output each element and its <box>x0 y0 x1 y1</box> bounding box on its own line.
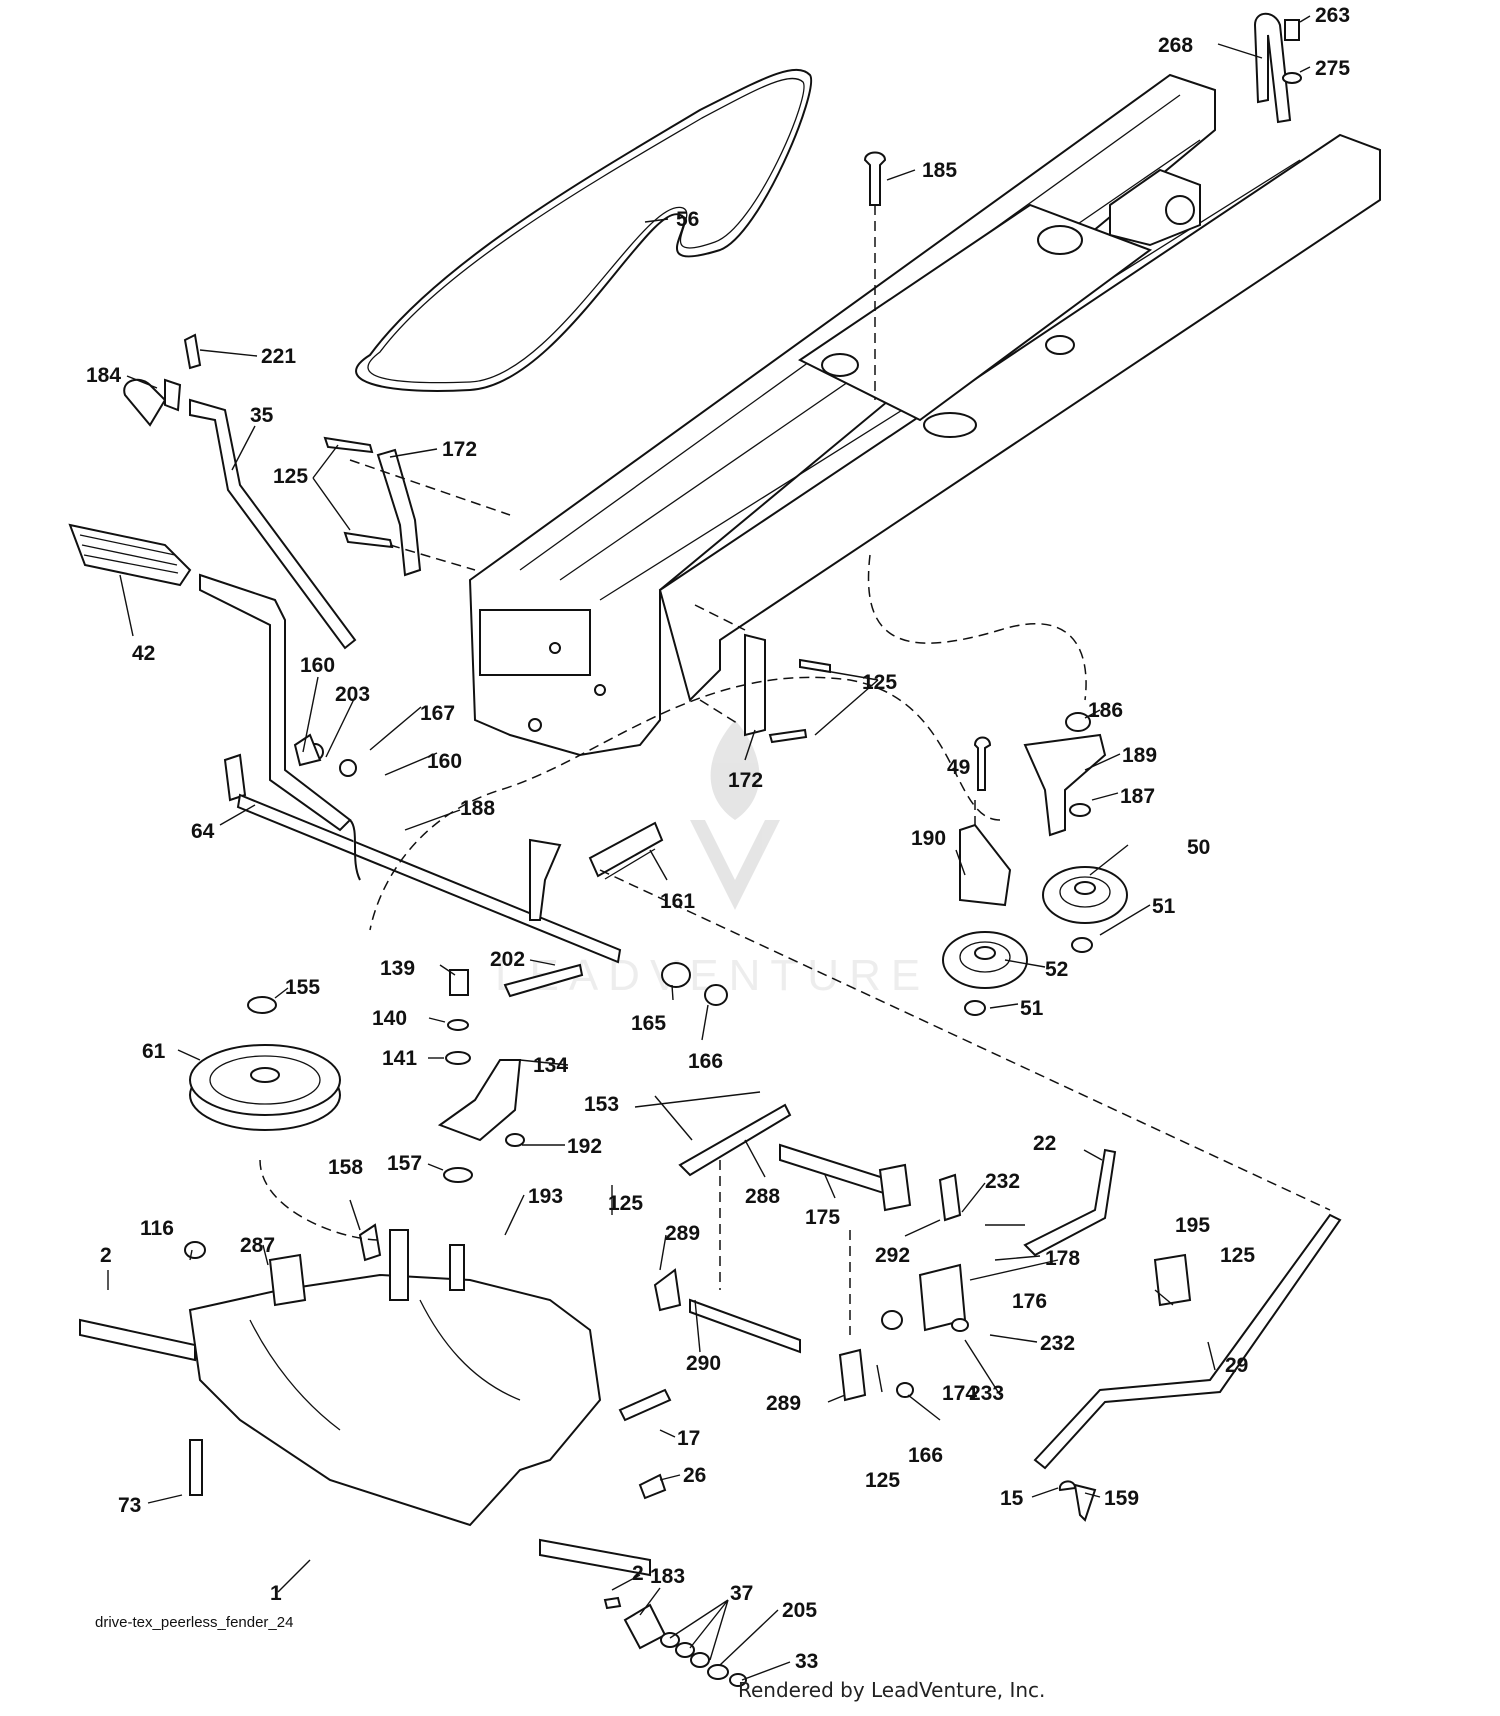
part-label: 287 <box>240 1234 275 1257</box>
part-label: 17 <box>677 1427 700 1450</box>
part-label: 192 <box>567 1135 602 1158</box>
part-label: 275 <box>1315 57 1350 80</box>
part-label: 178 <box>1045 1247 1080 1270</box>
part-label: 193 <box>528 1185 563 1208</box>
part-label: 166 <box>688 1050 723 1073</box>
part-label: 15 <box>1000 1487 1024 1510</box>
pulley-61 <box>189 996 341 1131</box>
part-label: 140 <box>372 1007 407 1030</box>
part-label: 73 <box>118 1494 141 1517</box>
part-label: 50 <box>1187 836 1210 859</box>
part-label: 185 <box>922 159 957 182</box>
part-label: 172 <box>442 438 477 461</box>
assembly-dashed-lines <box>259 205 1331 1335</box>
part-label: 1 <box>270 1582 282 1605</box>
part-label: 186 <box>1088 699 1123 722</box>
lever-shaft-assembly <box>653 1103 962 1402</box>
axle-hardware <box>603 1596 747 1687</box>
footer-credit: Rendered by LeadVenture, Inc. <box>738 1678 1046 1702</box>
part-label: 195 <box>1175 1214 1210 1237</box>
part-label: 153 <box>584 1093 619 1116</box>
part-label: 56 <box>676 208 699 231</box>
part-label: 33 <box>795 1650 818 1673</box>
part-label: 233 <box>969 1382 1004 1405</box>
part-label: 289 <box>766 1392 801 1415</box>
part-label: 64 <box>191 820 215 843</box>
part-label: 203 <box>335 683 370 706</box>
diagram-caption: drive-tex_peerless_fender_24 <box>95 1614 294 1631</box>
part-label: 290 <box>686 1352 721 1375</box>
idler-assembly <box>942 712 1128 1016</box>
part-label: 232 <box>985 1170 1020 1193</box>
part-label: 159 <box>1104 1487 1139 1510</box>
part-label: 2 <box>632 1562 644 1585</box>
part-label: 116 <box>140 1217 174 1240</box>
bolt-185 <box>863 151 887 206</box>
part-label: 174 <box>942 1382 977 1405</box>
part-label: 125 <box>1220 1244 1255 1267</box>
part-label: 125 <box>862 671 897 694</box>
part-label: 42 <box>132 642 155 665</box>
part-label: 221 <box>261 345 296 368</box>
bracket-134 <box>437 962 728 1183</box>
part-label: 22 <box>1033 1132 1056 1155</box>
part-label: 157 <box>387 1152 422 1175</box>
shift-rod <box>881 1148 1342 1522</box>
part-label: 288 <box>745 1185 780 1208</box>
part-label: 139 <box>380 957 415 980</box>
part-label: 49 <box>947 756 970 779</box>
part-label: 175 <box>805 1206 840 1229</box>
part-label: 263 <box>1315 4 1350 27</box>
part-label: 183 <box>650 1565 685 1588</box>
drive-belt <box>355 68 813 392</box>
part-label: 61 <box>142 1040 166 1063</box>
part-label: 189 <box>1122 744 1157 767</box>
part-label: 172 <box>728 769 763 792</box>
part-label: 155 <box>285 976 320 999</box>
part-label: 29 <box>1225 1354 1248 1377</box>
callout-leaders <box>107 15 1311 1681</box>
part-label: 158 <box>328 1156 363 1179</box>
part-label: 205 <box>782 1599 817 1622</box>
part-label: 202 <box>490 948 525 971</box>
pedal-assembly <box>68 333 622 964</box>
part-label: 26 <box>683 1464 706 1487</box>
part-label: 188 <box>460 797 495 820</box>
part-label: 167 <box>420 702 455 725</box>
fender-bracket <box>323 436 831 744</box>
part-label: 187 <box>1120 785 1155 808</box>
part-label: 125 <box>608 1192 643 1215</box>
part-label: 51 <box>1020 997 1044 1020</box>
part-label: 184 <box>86 364 121 387</box>
part-label: 52 <box>1045 958 1068 981</box>
part-label: 165 <box>631 1012 666 1035</box>
part-label: 37 <box>730 1582 753 1605</box>
spring-161 <box>588 821 664 880</box>
part-label: 190 <box>911 827 946 850</box>
part-label: 134 <box>533 1054 568 1077</box>
part-labels: 263 268 275 185 56 221 184 35 172 125 42… <box>86 4 1350 1673</box>
part-label: 141 <box>382 1047 417 1070</box>
part-label: 51 <box>1152 895 1176 918</box>
main-frame <box>468 73 1381 757</box>
part-label: 166 <box>908 1444 943 1467</box>
part-label: 2 <box>100 1244 112 1267</box>
part-label: 292 <box>875 1244 910 1267</box>
part-label: 125 <box>865 1469 900 1492</box>
leadventure-watermark: LEADVENTURE <box>495 720 920 1000</box>
part-label: 176 <box>1012 1290 1047 1313</box>
part-label: 160 <box>427 750 462 773</box>
part-label: 232 <box>1040 1332 1075 1355</box>
part-label: 125 <box>273 465 308 488</box>
transaxle <box>79 1223 672 1577</box>
part-label: 161 <box>660 890 695 913</box>
part-label: 289 <box>665 1222 700 1245</box>
hitch-handle <box>1253 12 1302 124</box>
part-label: 160 <box>300 654 335 677</box>
part-label: 268 <box>1158 34 1193 57</box>
part-label: 35 <box>250 404 274 427</box>
